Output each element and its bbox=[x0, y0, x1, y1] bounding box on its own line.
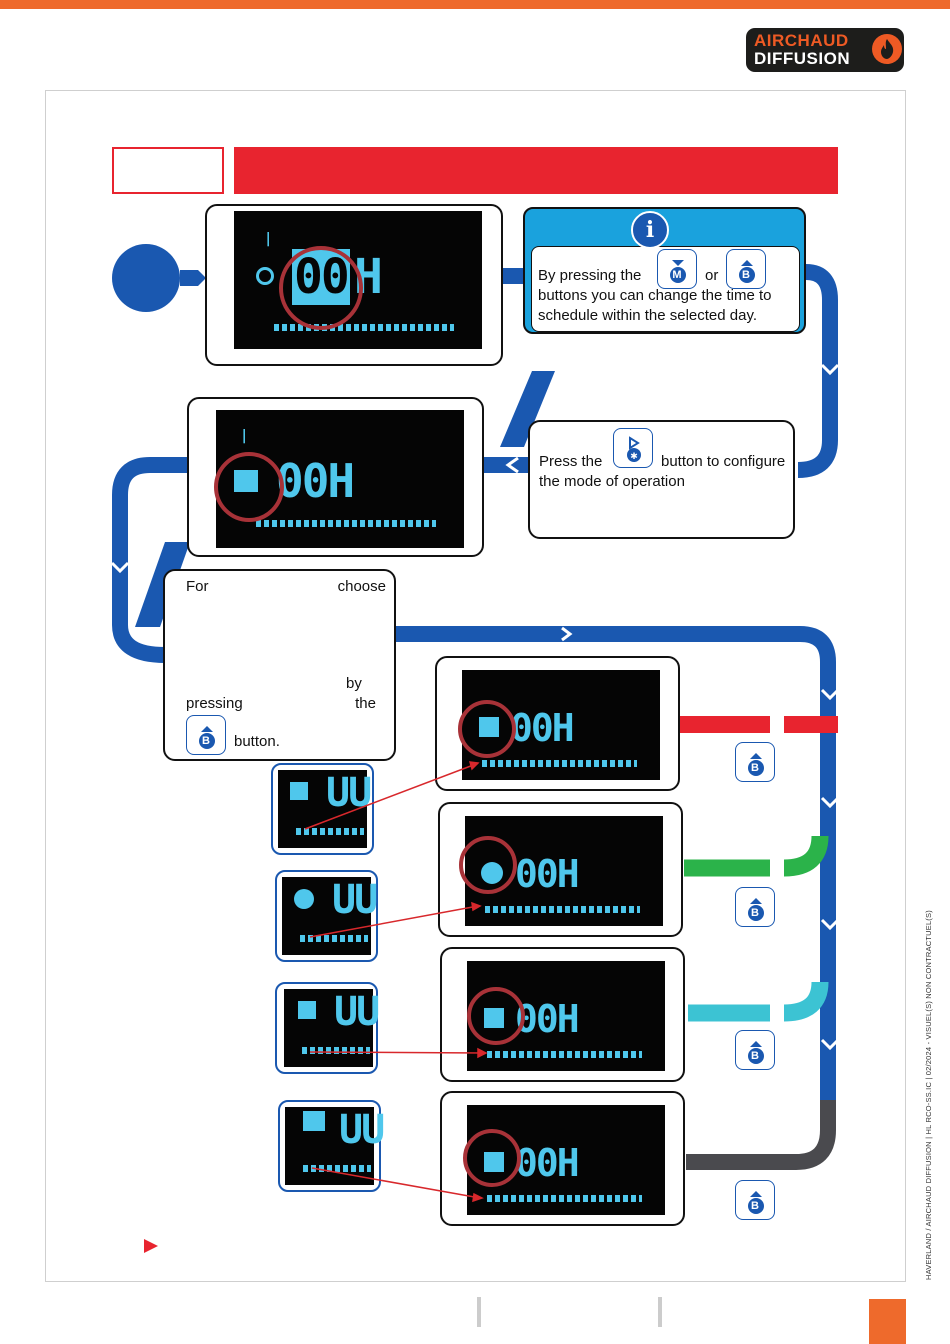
program-bar bbox=[256, 520, 436, 527]
mode-button[interactable]: ✱ bbox=[613, 428, 653, 468]
section-title-bar bbox=[234, 147, 838, 194]
b-button[interactable]: B bbox=[735, 1180, 775, 1220]
info-icon: i bbox=[631, 211, 669, 249]
lcd-panel-mode: | 00H bbox=[187, 397, 484, 557]
svg-text:✱: ✱ bbox=[630, 451, 638, 461]
flame-logo-icon bbox=[872, 34, 902, 64]
footer-divider bbox=[658, 1297, 662, 1327]
lcd-panel-eco: 00H bbox=[438, 802, 683, 937]
highlight-ring bbox=[214, 452, 284, 522]
b-button[interactable]: B bbox=[735, 887, 775, 927]
zoom-eco: UU bbox=[275, 870, 378, 962]
step-start-disc bbox=[112, 244, 180, 312]
highlight-ring bbox=[467, 987, 525, 1045]
brand-logo: AIRCHAUD DIFFUSION bbox=[746, 28, 904, 72]
lcd-screen: | 00H bbox=[214, 410, 464, 548]
moon-eco-icon bbox=[294, 889, 314, 909]
section-number-box bbox=[112, 147, 224, 194]
highlight-ring bbox=[459, 836, 517, 894]
zoom-off: UU bbox=[278, 1100, 385, 1192]
brand-line2: DIFFUSION bbox=[754, 49, 851, 68]
power-icon bbox=[256, 267, 274, 285]
press-box: Press the button to configure the mode o… bbox=[528, 420, 795, 539]
top-accent-bar bbox=[0, 0, 950, 9]
highlight-ring bbox=[279, 246, 363, 330]
standby-icon bbox=[303, 1111, 325, 1131]
program-bar bbox=[274, 324, 454, 331]
zoom-comfort: UU bbox=[271, 763, 374, 855]
highlight-ring bbox=[463, 1129, 521, 1187]
highlight-ring bbox=[458, 700, 516, 758]
lcd-panel-hour: | 00 H bbox=[205, 204, 503, 366]
lcd-screen: | 00 H bbox=[234, 211, 482, 349]
b-button[interactable]: B bbox=[186, 715, 226, 755]
play-triangle-icon bbox=[144, 1239, 158, 1253]
brand-line1: AIRCHAUD bbox=[754, 31, 849, 50]
b-button[interactable]: B bbox=[735, 1030, 775, 1070]
footer-divider bbox=[477, 1297, 481, 1327]
mode-button-icon: ✱ bbox=[627, 436, 641, 462]
zoom-frost: UU bbox=[275, 982, 380, 1074]
lcd-panel-off: 00H bbox=[440, 1091, 685, 1226]
page-frame bbox=[45, 90, 906, 1282]
sun-comfort-icon bbox=[290, 782, 308, 800]
b-button[interactable]: B bbox=[726, 249, 766, 289]
page-corner-tab bbox=[869, 1299, 906, 1344]
lcd-panel-comfort: 00H bbox=[435, 656, 680, 791]
side-note: HAVERLAND / AIRCHAUD DIFFUSION | HL RCO-… bbox=[924, 910, 933, 1280]
b-button[interactable]: B bbox=[735, 742, 775, 782]
snowflake-frost-icon bbox=[298, 1001, 316, 1019]
m-button[interactable]: M bbox=[657, 249, 697, 289]
lcd-panel-frost: 00H bbox=[440, 947, 685, 1082]
